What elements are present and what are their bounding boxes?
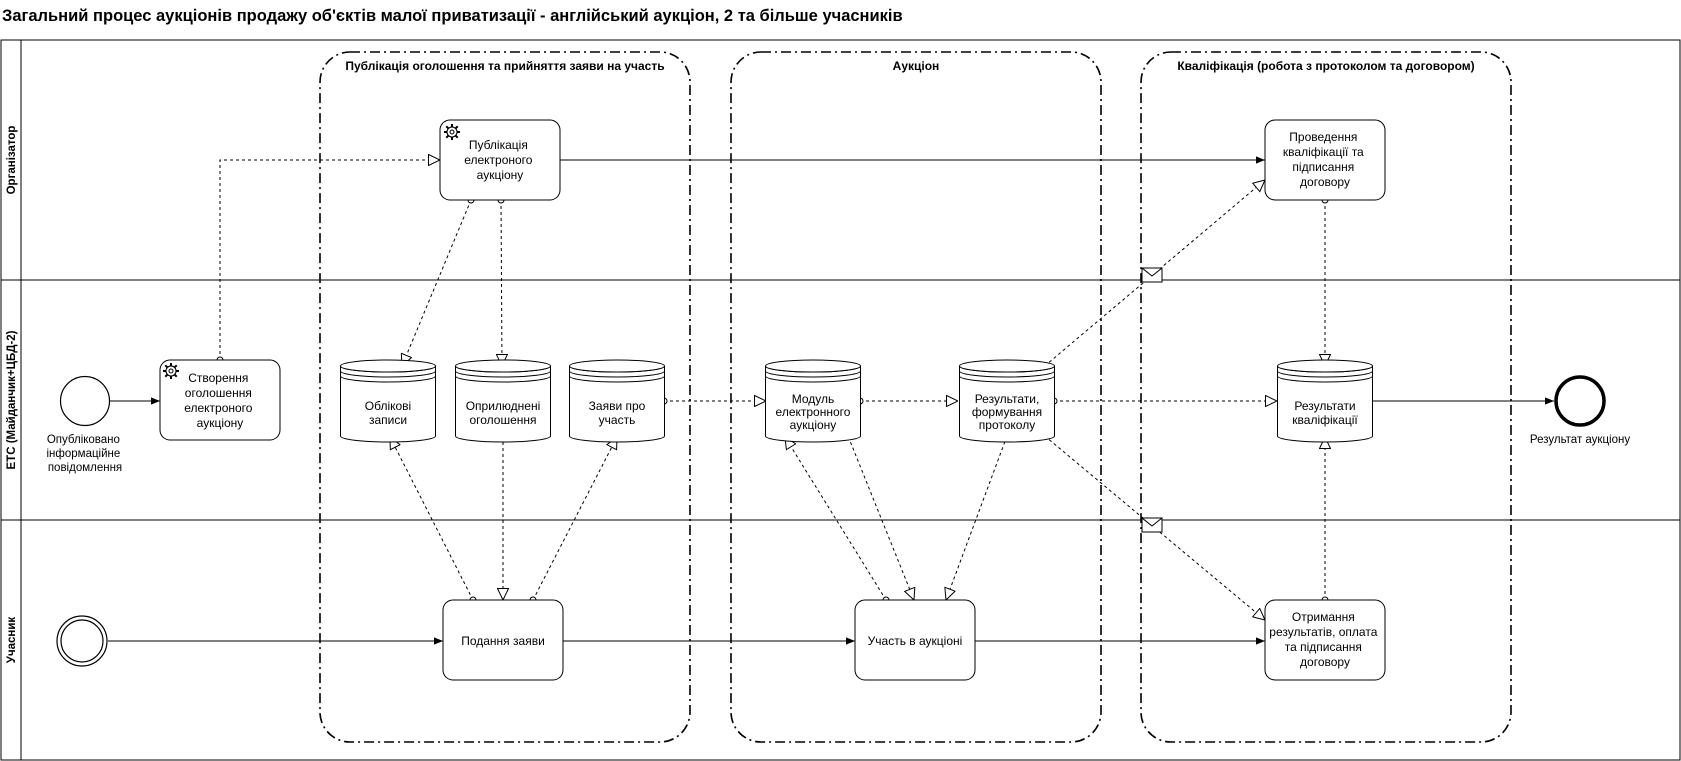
task-create[interactable]: Створення оголошення електроного аукціон…	[159, 359, 281, 441]
task-qualification-label: Проведення кваліфікації та підписання до…	[1283, 130, 1367, 189]
start-event-message[interactable]	[59, 375, 111, 427]
diagram-title: Загальний процес аукціонів продажу об'єк…	[2, 7, 903, 25]
msg-publish-to-accounts	[402, 200, 471, 366]
store-accounts[interactable]	[340, 359, 436, 443]
task-create-label: Створення оголошення електроного аукціон…	[184, 371, 256, 430]
msg-create-to-publish	[220, 160, 440, 360]
end-event-label: Результат аукціону	[1530, 434, 1630, 446]
end-event[interactable]	[1554, 375, 1606, 427]
task-qualification[interactable]: Проведення кваліфікації та підписання до…	[1264, 119, 1386, 201]
lane-label-organizer: Організатор	[6, 126, 18, 195]
task-submit[interactable]: Подання заяви	[442, 599, 564, 681]
msg-participate-to-module	[785, 437, 886, 600]
task-participate[interactable]: Участь в аукціоні	[854, 599, 976, 681]
msg-results-to-qualification	[1040, 180, 1265, 370]
envelope-icon	[1141, 517, 1163, 533]
start-event-participant[interactable]	[56, 615, 108, 667]
msg-submit-to-accounts	[390, 437, 473, 600]
gear-icon	[443, 123, 461, 141]
store-qualresults[interactable]	[1277, 359, 1373, 443]
group-label-qualification: Кваліфікація (робота з протоколом та дог…	[1177, 59, 1474, 73]
msg-module-to-participate	[846, 431, 914, 600]
task-receive-label: Отримання результатів, оплата та підписа…	[1269, 610, 1380, 669]
msg-publish-to-announcements	[501, 200, 502, 366]
store-results[interactable]	[959, 359, 1055, 443]
start-event-label: Опубліковано інформаційне повідомлення	[47, 434, 124, 474]
lane-label-participant: Учасник	[6, 617, 18, 664]
envelope-icon	[1141, 267, 1163, 283]
store-applications[interactable]	[569, 359, 665, 443]
group-publication	[319, 51, 691, 743]
gear-icon	[162, 362, 180, 380]
task-participate-label: Участь в аукціоні	[868, 634, 963, 648]
task-publish-label: Публікація електроного аукціону	[464, 138, 536, 182]
group-label-auction: Аукціон	[893, 59, 940, 73]
msg-results-to-participate	[946, 436, 1007, 600]
msg-submit-to-applications	[533, 437, 617, 600]
store-module[interactable]	[765, 359, 861, 443]
group-label-publication: Публікація оголошення та прийняття заяви…	[345, 59, 664, 73]
task-submit-label: Подання заяви	[461, 634, 545, 648]
task-receive[interactable]: Отримання результатів, оплата та підписа…	[1264, 599, 1386, 681]
sequence-flows	[108, 156, 1554, 645]
data-stores	[340, 359, 1373, 443]
lane-label-ets: ЕТС (Майданчик+ЦБД-2)	[6, 330, 18, 469]
store-announcements[interactable]	[455, 359, 551, 443]
task-publish[interactable]: Публікація електроного аукціону	[439, 119, 561, 201]
